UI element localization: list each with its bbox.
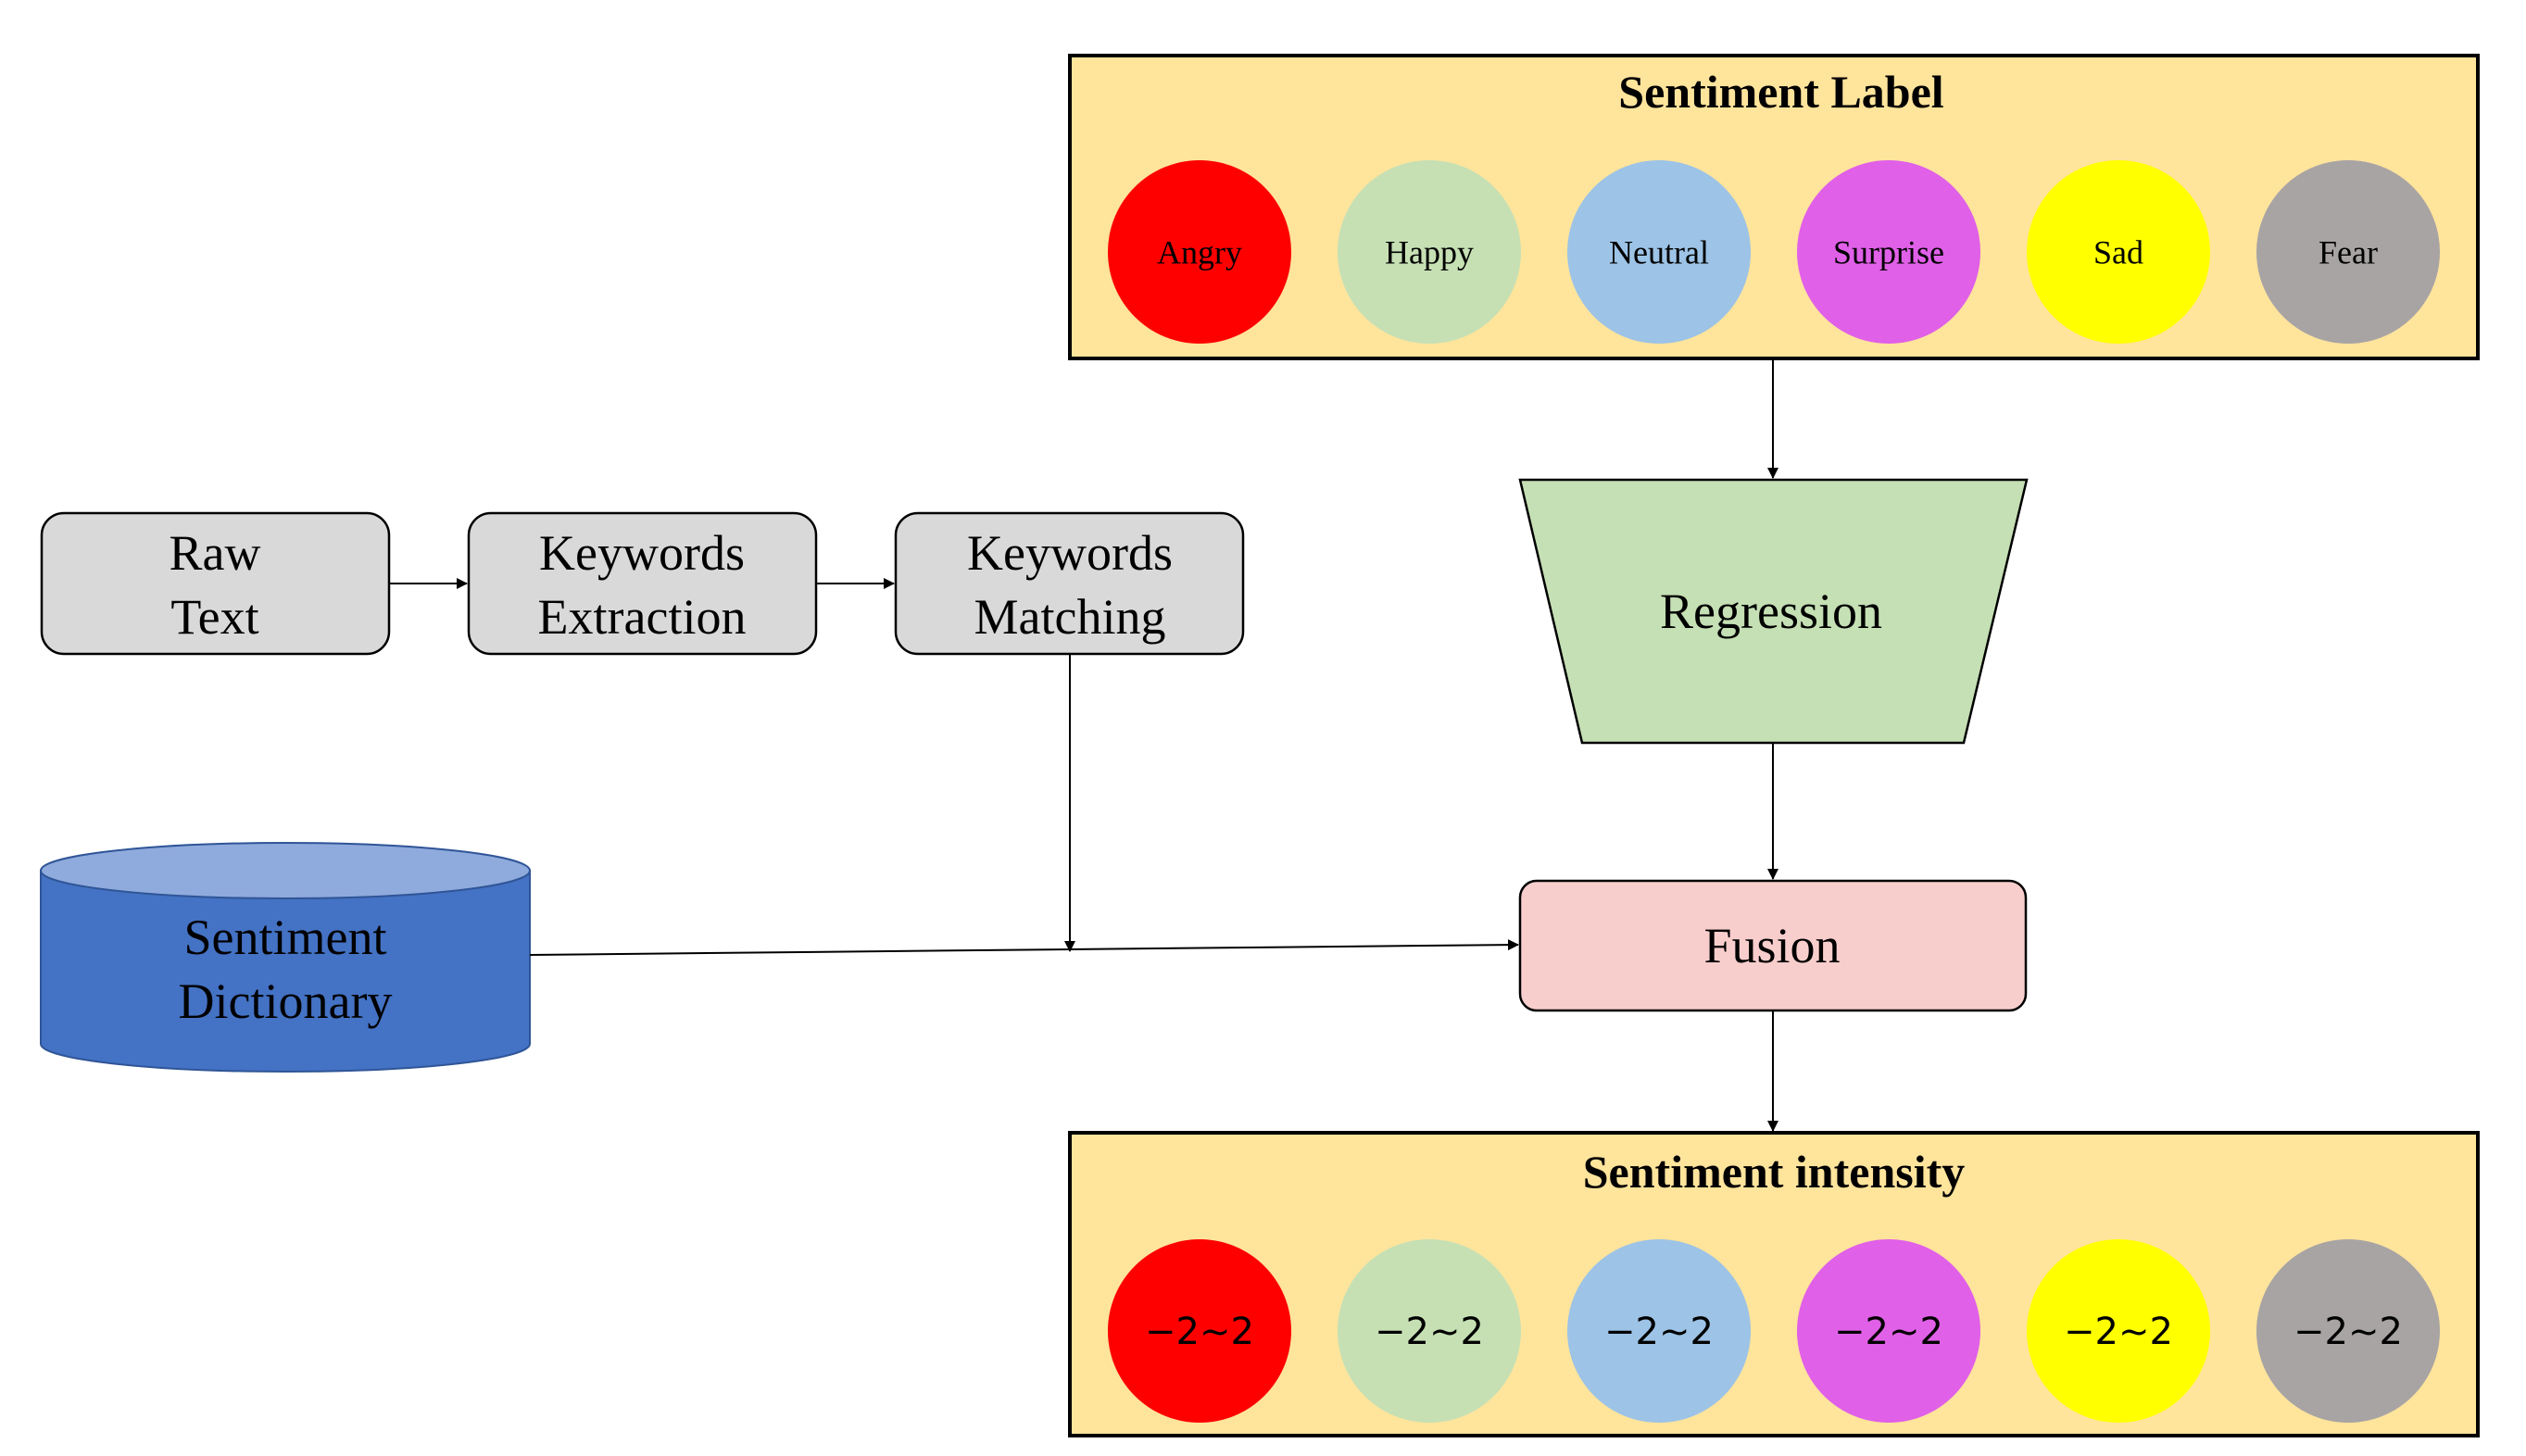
intensity-circle (2256, 1239, 2440, 1423)
emotion-circle (1338, 160, 1521, 344)
intensity-circle (1797, 1239, 1980, 1423)
regression-block: Regression (1518, 478, 2029, 745)
emotion-label: Surprise (1833, 234, 1944, 271)
intensity-circle (1338, 1239, 1521, 1423)
emotion-circles: Angry Happy Neutral Surprise Sad Fear (1108, 160, 2440, 344)
emotion-circle (2256, 160, 2440, 344)
keywords-matching-label-line1: Keywords (967, 525, 1173, 581)
fusion-box: Fusion (1518, 879, 2028, 1012)
arrow-dictionary-to-fusion (529, 939, 1519, 956)
intensity-label: −2~2 (2294, 1311, 2403, 1353)
emotion-label: Angry (1157, 234, 1242, 271)
raw-text-box: Raw Text (40, 511, 391, 656)
raw-text-label-line2: Text (170, 589, 258, 645)
emotion-circle (1108, 160, 1291, 344)
keywords-extraction-label-line2: Extraction (538, 589, 747, 645)
emotion-circle (1567, 160, 1751, 344)
emotion-label: Happy (1385, 234, 1474, 271)
emotion-label: Fear (2319, 234, 2378, 271)
sentiment-dictionary-label-line2: Dictionary (179, 973, 393, 1029)
sentiment-label-panel: Sentiment Label Angry Happy Neutral Surpris… (1068, 54, 2480, 360)
keywords-matching-label-line2: Matching (974, 589, 1166, 645)
keywords-matching-box: Keywords Matching (894, 511, 1245, 656)
intensity-label: −2~2 (1375, 1311, 1484, 1353)
sentiment-label-title: Sentiment Label (1618, 66, 1944, 118)
emotion-circle (1797, 160, 1980, 344)
sentiment-dictionary-label-line1: Sentiment (184, 910, 387, 965)
connectors (389, 358, 1778, 1132)
emotion-circle (2027, 160, 2210, 344)
intensity-circle (2027, 1239, 2210, 1423)
intensity-circle (1108, 1239, 1291, 1423)
intensity-label: −2~2 (2064, 1311, 2173, 1353)
sentiment-label-panel-frame (1068, 54, 2480, 360)
intensity-circle (1567, 1239, 1751, 1423)
sentiment-dictionary-cylinder: Sentiment Dictionary (40, 842, 531, 1073)
emotion-label: Sad (2093, 234, 2143, 271)
sentiment-intensity-panel: Sentiment intensity −2~2−2~2−2~2−2~2−2~2… (1068, 1131, 2480, 1437)
sentiment-intensity-panel-frame (1068, 1131, 2480, 1437)
emotion-label: Neutral (1609, 234, 1709, 271)
keywords-extraction-box: Keywords Extraction (467, 511, 818, 656)
intensity-circles: −2~2 −2~2 −2~2 −2~2 −2~2 −2~2 (1108, 1239, 2440, 1423)
fusion-label: Fusion (1703, 918, 1840, 973)
regression-label: Regression (1660, 584, 1882, 639)
intensity-label: −2~2 (1834, 1311, 1943, 1353)
raw-text-label-line1: Raw (170, 525, 261, 581)
sentiment-intensity-title: Sentiment intensity (1583, 1146, 1966, 1198)
intensity-label: −2~2 (1604, 1311, 1714, 1353)
keywords-extraction-label-line1: Keywords (539, 525, 745, 581)
intensity-label: −2~2 (1145, 1311, 1254, 1353)
